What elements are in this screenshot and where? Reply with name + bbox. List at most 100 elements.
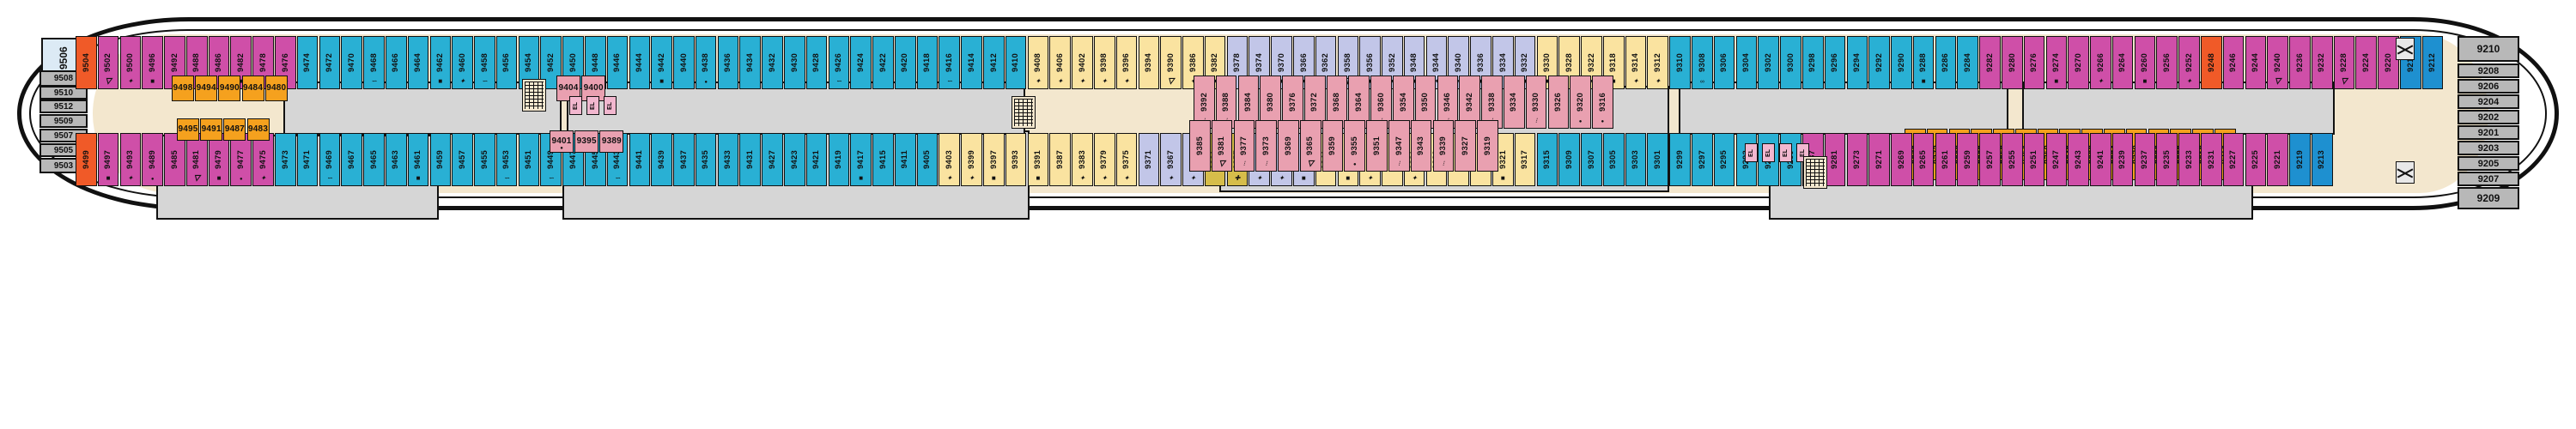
cabin-9473[interactable]: 9473	[275, 133, 296, 186]
cabin-9314[interactable]: 9314	[1625, 36, 1647, 89]
elevator-icon[interactable]: EL	[604, 96, 617, 115]
cabin-9316[interactable]: 9316	[1592, 76, 1613, 129]
cabin-9497[interactable]: 9497	[97, 133, 119, 186]
cabin-9399[interactable]: 9399	[961, 133, 982, 186]
elevator-icon[interactable]: EL	[1762, 143, 1775, 162]
cabin-9259[interactable]: 9259	[1957, 133, 1978, 186]
cabin-9239[interactable]: 9239	[2111, 133, 2134, 186]
cabin-9281[interactable]: 9281	[1824, 133, 1846, 186]
cabin-9504[interactable]: 9504	[76, 36, 97, 89]
cabin-9408[interactable]: 9408	[1027, 36, 1049, 89]
cabin-9260[interactable]: 9260	[2134, 36, 2156, 89]
cabin-9469[interactable]: 9469	[319, 133, 341, 186]
cabin-9455[interactable]: 9455	[474, 133, 495, 186]
cabin-9256[interactable]: 9256	[2156, 36, 2178, 89]
cabin-9244[interactable]: 9244	[2245, 36, 2267, 89]
suite-9210[interactable]: 9210	[2458, 36, 2519, 62]
cabin-9282[interactable]: 9282	[1979, 36, 2001, 89]
cabin-9221[interactable]: 9221	[2267, 133, 2288, 186]
cabin-9317[interactable]: 9317	[1514, 133, 1536, 186]
cabin-9257[interactable]: 9257	[1979, 133, 2001, 186]
cabin-9432[interactable]: 9432	[762, 36, 783, 89]
cabin-9421[interactable]: 9421	[805, 133, 828, 186]
cabin-9228[interactable]: 9228	[2333, 36, 2355, 89]
cabin-9474[interactable]: 9474	[296, 36, 319, 89]
cabin-9315[interactable]: 9315	[1536, 133, 1558, 186]
cabin-9365[interactable]: 9365	[1299, 120, 1321, 172]
cabin-9483[interactable]: 9483	[246, 118, 270, 141]
cabin-9375[interactable]: 9375	[1115, 133, 1138, 186]
cabin-9442[interactable]: 9442	[651, 36, 672, 89]
cabin-9231[interactable]: 9231	[2201, 133, 2222, 186]
cabin-9381[interactable]: 9381	[1211, 120, 1233, 172]
cabin-9276[interactable]: 9276	[2023, 36, 2045, 89]
cabin-9389[interactable]: 9389	[599, 130, 624, 153]
cabin-9396[interactable]: 9396	[1115, 36, 1138, 89]
cabin-9248[interactable]: 9248	[2201, 36, 2222, 89]
cabin-9385[interactable]: 9385	[1189, 120, 1211, 172]
cabin-9307[interactable]: 9307	[1581, 133, 1602, 186]
cabin-9241[interactable]: 9241	[2090, 133, 2111, 186]
cabin-9326[interactable]: 9326	[1547, 76, 1570, 129]
cabin-9225[interactable]: 9225	[2245, 133, 2267, 186]
cabin-9372[interactable]: 9372	[1303, 76, 1326, 129]
cabin-9264[interactable]: 9264	[2111, 36, 2134, 89]
cabin-9373[interactable]: 9373	[1255, 120, 1277, 172]
cabin-9252[interactable]: 9252	[2178, 36, 2200, 89]
cabin-9364[interactable]: 9364	[1348, 76, 1370, 129]
cabin-9332[interactable]: 9332	[1514, 36, 1536, 89]
cabin-9458[interactable]: 9458	[474, 36, 495, 89]
cabin-9232[interactable]: 9232	[2311, 36, 2333, 89]
suite-9201[interactable]: 9201	[2458, 125, 2519, 140]
cabin-9266[interactable]: 9266	[2090, 36, 2111, 89]
suite-9205[interactable]: 9205	[2458, 156, 2519, 171]
cabin-9240[interactable]: 9240	[2267, 36, 2288, 89]
cabin-9459[interactable]: 9459	[429, 133, 452, 186]
cabin-9383[interactable]: 9383	[1072, 133, 1093, 186]
cabin-9457[interactable]: 9457	[452, 133, 473, 186]
cabin-label-9509[interactable]: 9509	[39, 114, 88, 128]
cabin-9288[interactable]: 9288	[1912, 36, 1935, 89]
cabin-9491[interactable]: 9491	[200, 118, 223, 141]
cabin-9368[interactable]: 9368	[1326, 76, 1348, 129]
cabin-9269[interactable]: 9269	[1891, 133, 1912, 186]
cabin-9271[interactable]: 9271	[1868, 133, 1890, 186]
suite-9203[interactable]: 9203	[2458, 141, 2519, 155]
cabin-9251[interactable]: 9251	[2023, 133, 2045, 186]
cabin-9434[interactable]: 9434	[739, 36, 762, 89]
cabin-9306[interactable]: 9306	[1713, 36, 1735, 89]
cabin-9401[interactable]: 9401	[550, 130, 574, 153]
cabin-9338[interactable]: 9338	[1481, 76, 1503, 129]
cabin-9462[interactable]: 9462	[429, 36, 452, 89]
cabin-9397[interactable]: 9397	[983, 133, 1005, 186]
cabin-9437[interactable]: 9437	[673, 133, 695, 186]
cabin-9463[interactable]: 9463	[385, 133, 407, 186]
cabin-9416[interactable]: 9416	[939, 36, 961, 89]
cabin-9388[interactable]: 9388	[1215, 76, 1237, 129]
suite-9209[interactable]: 9209	[2458, 187, 2519, 209]
cabin-9390[interactable]: 9390	[1160, 36, 1182, 89]
cabin-9477[interactable]: 9477	[230, 133, 252, 186]
cabin-9470[interactable]: 9470	[341, 36, 362, 89]
suite-9208[interactable]: 9208	[2458, 63, 2519, 78]
cabin-9334B[interactable]: 9334	[1503, 76, 1525, 129]
cabin-9265[interactable]: 9265	[1912, 133, 1935, 186]
cabin-9303[interactable]: 9303	[1625, 133, 1647, 186]
cabin-9481[interactable]: 9481	[185, 133, 208, 186]
cabin-9351[interactable]: 9351	[1366, 120, 1388, 172]
elevator-icon[interactable]: EL	[569, 96, 582, 115]
cabin-9446[interactable]: 9446	[606, 36, 629, 89]
cabin-9431[interactable]: 9431	[739, 133, 762, 186]
cabin-9359[interactable]: 9359	[1321, 120, 1344, 172]
cabin-9304[interactable]: 9304	[1735, 36, 1758, 89]
cabin-9233[interactable]: 9233	[2178, 133, 2200, 186]
cabin-9453[interactable]: 9453	[495, 133, 518, 186]
cabin-9308[interactable]: 9308	[1692, 36, 1713, 89]
cabin-9436[interactable]: 9436	[717, 36, 739, 89]
cabin-9379[interactable]: 9379	[1093, 133, 1115, 186]
cabin-9435[interactable]: 9435	[695, 133, 717, 186]
cabin-9343[interactable]: 9343	[1410, 120, 1432, 172]
cabin-9410[interactable]: 9410	[1005, 36, 1027, 89]
cabin-9339[interactable]: 9339	[1432, 120, 1455, 172]
cabin-label-9510[interactable]: 9510	[39, 86, 88, 100]
